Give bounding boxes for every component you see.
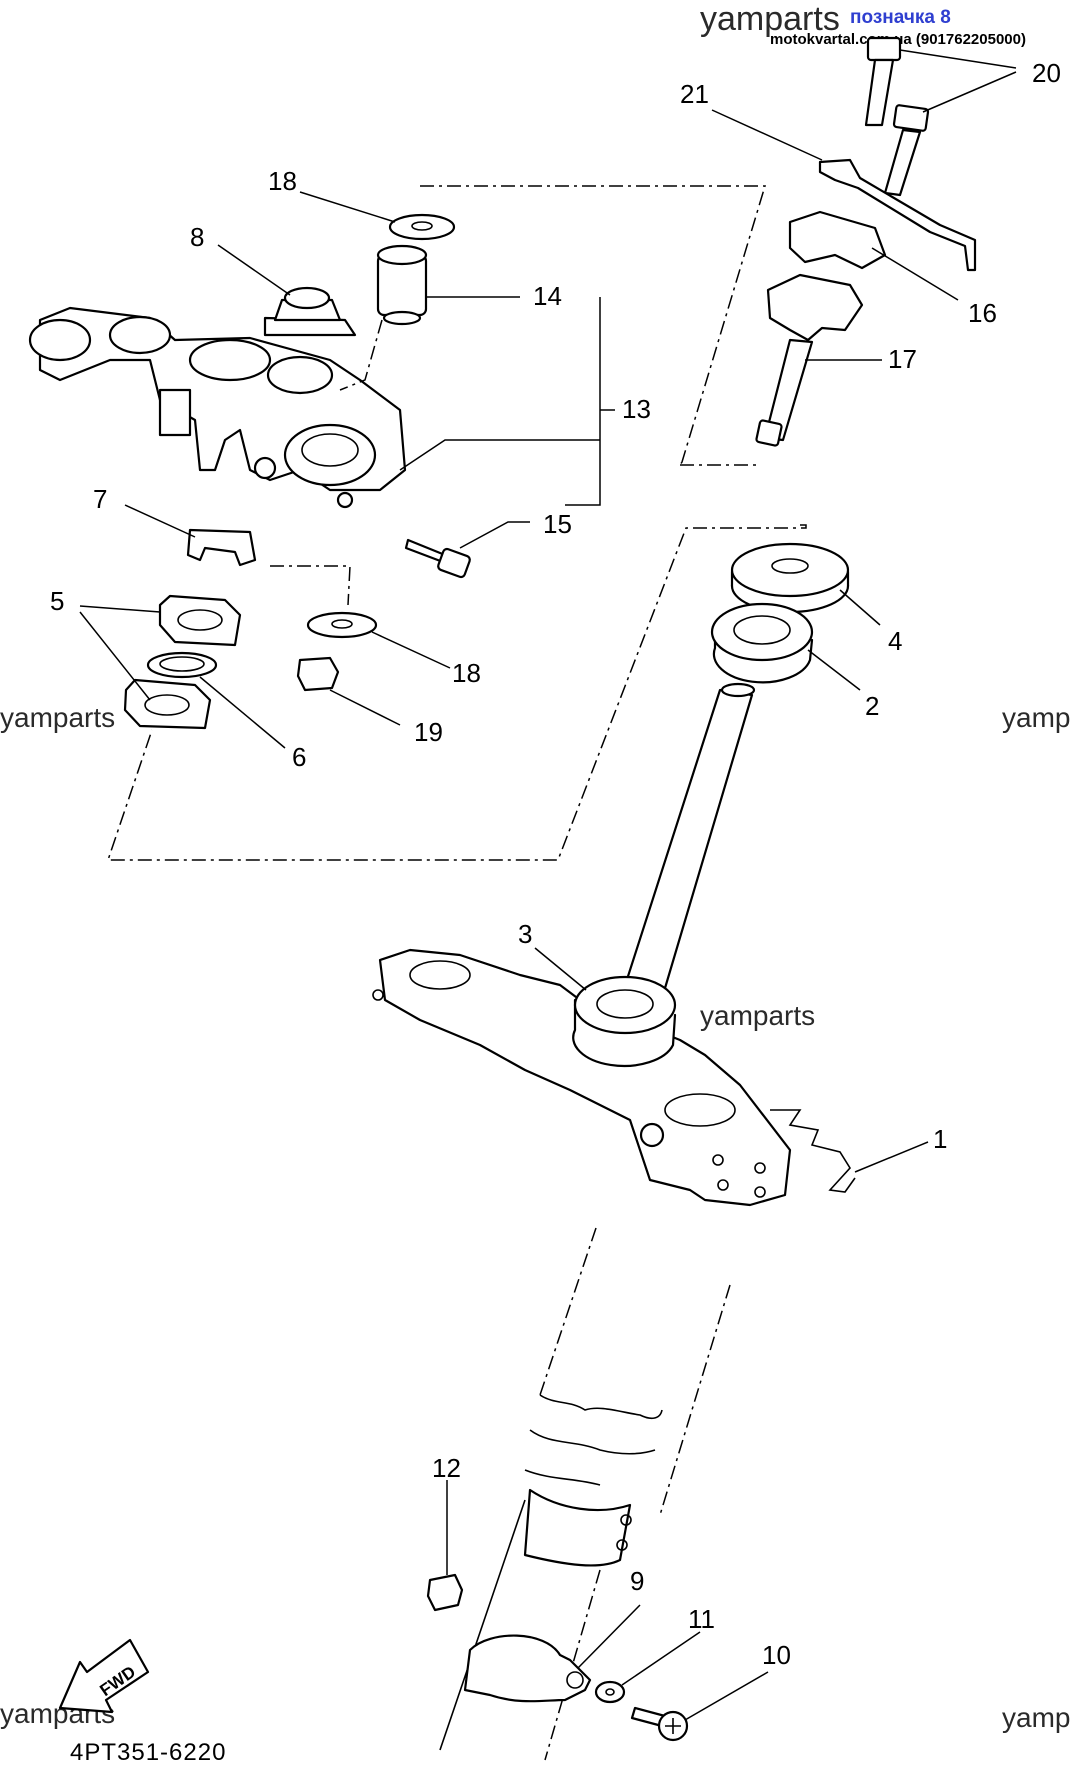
callout-18-lower: 18 bbox=[452, 658, 481, 688]
callout-8: 8 bbox=[190, 222, 204, 252]
watermark-mid-left: yamparts bbox=[0, 702, 115, 733]
part-12-nut bbox=[426, 1573, 464, 1612]
part-20-bolt-b bbox=[883, 104, 930, 197]
callout-14: 14 bbox=[533, 281, 562, 311]
watermark-mid-right: yamp bbox=[1002, 702, 1070, 733]
part-4-dust-seal bbox=[730, 542, 850, 614]
callout-7: 7 bbox=[93, 484, 107, 514]
callout-6: 6 bbox=[292, 742, 306, 772]
part-5-ring-nut-upper bbox=[158, 594, 242, 647]
callout-4: 4 bbox=[888, 626, 902, 656]
callout-9: 9 bbox=[630, 1566, 644, 1596]
callout-13: 13 bbox=[622, 394, 651, 424]
callout-12: 12 bbox=[432, 1453, 461, 1483]
part-11-washer bbox=[594, 1680, 626, 1704]
part-5-ring-nut-lower bbox=[123, 678, 212, 730]
watermark-bottom-right: yamp bbox=[1002, 1702, 1070, 1733]
callout-18-top: 18 bbox=[268, 166, 297, 196]
fork-leg-outline bbox=[439, 1227, 731, 1761]
callout-19: 19 bbox=[414, 717, 443, 747]
part-14-collar bbox=[376, 244, 428, 326]
part-8-cap-nut bbox=[263, 286, 357, 337]
part-2-bearing bbox=[710, 602, 814, 684]
callout-group: 18 8 14 13 15 7 5 6 18 19 21 20 16 17 4 … bbox=[50, 49, 1061, 1721]
part-18-washer-top bbox=[388, 213, 456, 241]
part-1-under-bracket bbox=[372, 682, 792, 1207]
diagram-code: 4PT351-6220 bbox=[70, 1739, 226, 1766]
part-21-cable-clip bbox=[818, 158, 977, 272]
callout-20: 20 bbox=[1032, 58, 1061, 88]
fwd-arrow-icon: FWD bbox=[58, 1638, 150, 1714]
part-18-washer-lower bbox=[306, 611, 378, 639]
callout-5: 5 bbox=[50, 586, 64, 616]
part-20-bolt-a bbox=[864, 36, 902, 127]
part-17-handle-holder bbox=[755, 273, 864, 447]
callout-1: 1 bbox=[933, 1124, 947, 1154]
callout-10: 10 bbox=[762, 1640, 791, 1670]
callout-16: 16 bbox=[968, 298, 997, 328]
callout-17: 17 bbox=[888, 344, 917, 374]
upper-bracket bbox=[28, 306, 407, 509]
assembly-line-bearing bbox=[106, 524, 807, 861]
part-1-clip-wire bbox=[770, 1109, 856, 1193]
part-16-holder-cap bbox=[788, 210, 887, 270]
part-7-cable-guide bbox=[186, 528, 257, 567]
assembly-line-stem-upper bbox=[420, 185, 767, 466]
callout-11: 11 bbox=[688, 1604, 715, 1634]
header-badge[interactable]: позначка 8 bbox=[850, 7, 951, 28]
part-3-lower-bearing bbox=[572, 975, 677, 1068]
callout-15: 15 bbox=[543, 509, 572, 539]
part-19-nut bbox=[296, 656, 340, 692]
callout-21: 21 bbox=[680, 79, 709, 109]
callout-2: 2 bbox=[865, 691, 879, 721]
assembly-line-collar bbox=[339, 319, 383, 391]
part-15-bolt bbox=[404, 538, 471, 579]
washer-top-hole bbox=[411, 221, 433, 231]
watermark-center: yamparts bbox=[700, 1000, 815, 1031]
callout-3: 3 bbox=[518, 919, 532, 949]
part-9-axle-clamp bbox=[463, 1634, 592, 1703]
part-10-bolt bbox=[630, 1706, 689, 1742]
assembly-line-washer bbox=[270, 565, 351, 606]
header-watermark: yamparts bbox=[700, 0, 840, 38]
